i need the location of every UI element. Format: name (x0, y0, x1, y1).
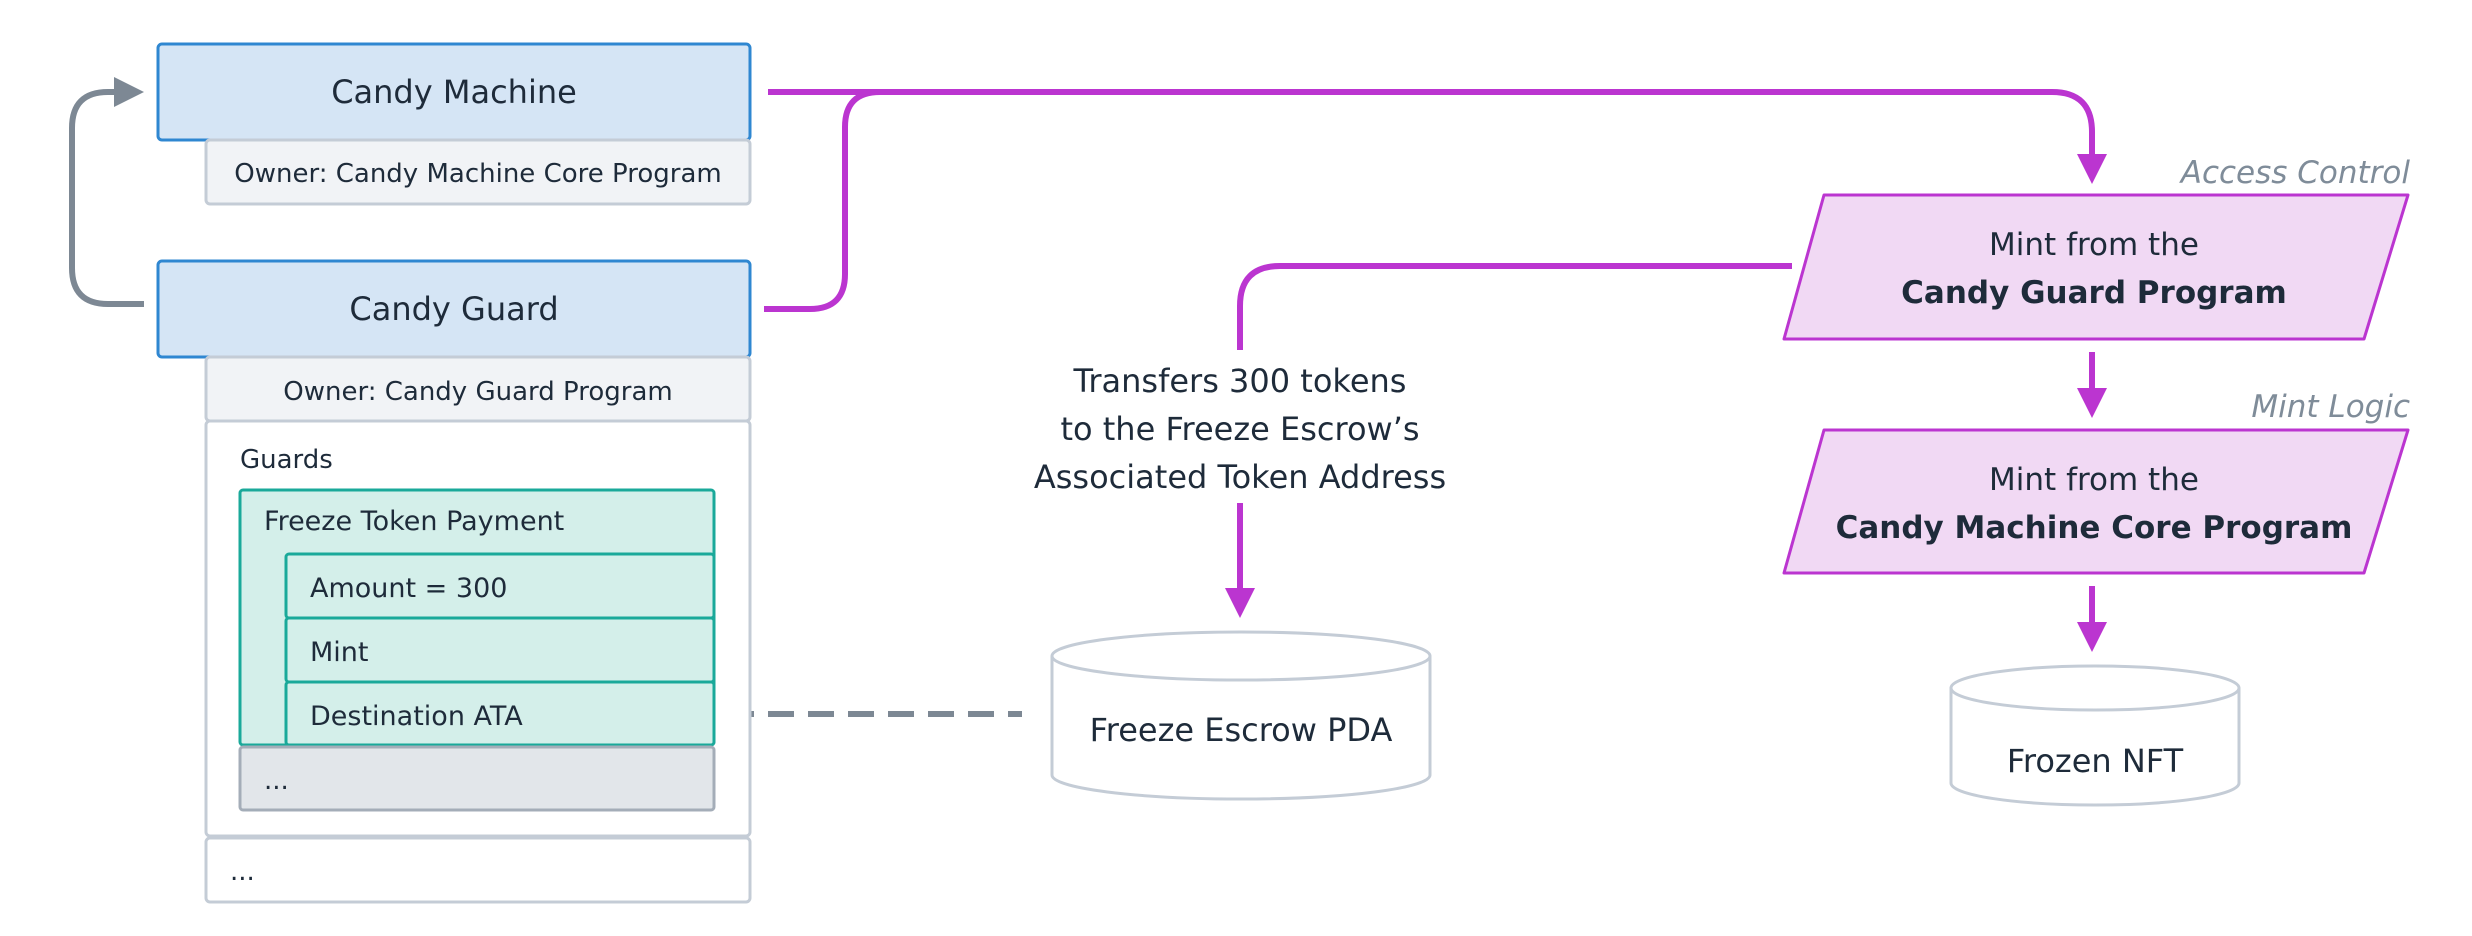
candy-machine-title: Candy Machine (331, 73, 577, 111)
frozen-nft-label: Frozen NFT (2007, 742, 2184, 780)
connector-candy-machine-to-access-control (768, 89, 2107, 184)
mint-logic-step: Mint Logic Mint from the Candy Machine C… (1782, 389, 2410, 575)
access-control-label: Access Control (2179, 155, 2411, 191)
freeze-escrow-pda: Freeze Escrow PDA (1050, 630, 1432, 801)
candy-machine-account: Candy Machine Owner: Candy Machine Core … (156, 42, 752, 206)
transfer-note-line-2: to the Freeze Escrow’s (1060, 410, 1419, 448)
guards-label: Guards (240, 445, 333, 475)
access-control-line-1: Mint from the (1989, 227, 2199, 263)
connector-candy-guard-to-candy-machine (69, 77, 144, 307)
more-guards-box (238, 745, 716, 812)
access-control-step: Access Control Mint from the Candy Guard… (1782, 155, 2411, 341)
mint-logic-shape (1782, 428, 2410, 575)
mint-logic-line-2: Candy Machine Core Program (1836, 510, 2353, 546)
transfer-note: Transfers 300 tokens to the Freeze Escro… (1034, 362, 1446, 496)
frozen-nft-cylinder-body (1949, 688, 2241, 807)
freeze-token-payment-title: Freeze Token Payment (264, 506, 564, 537)
connector-candy-guard-to-access-control (764, 89, 1100, 312)
guard-setting-amount-label: Amount = 300 (310, 573, 507, 604)
more-accounts-box (204, 836, 752, 904)
candy-guard-owner: Owner: Candy Guard Program (283, 377, 672, 407)
guard-setting-mint-label: Mint (310, 637, 369, 668)
frozen-nft-cylinder-top (1949, 664, 2241, 712)
access-control-line-2: Candy Guard Program (1901, 275, 2287, 311)
candy-machine-owner-box (204, 138, 752, 206)
guard-setting-destination-ata (284, 680, 716, 747)
candy-machine-owner: Owner: Candy Machine Core Program (234, 159, 721, 189)
freeze-escrow-cylinder-top (1050, 630, 1432, 682)
connector-access-control-to-transfer-note (1237, 263, 1792, 350)
more-accounts-ellipsis: ... (230, 857, 255, 887)
access-control-shape (1782, 193, 2410, 341)
transfer-note-line-1: Transfers 300 tokens (1073, 362, 1407, 400)
more-guards-ellipsis: ... (264, 766, 289, 796)
candy-guard-title: Candy Guard (349, 290, 558, 328)
mint-logic-label: Mint Logic (2251, 389, 2410, 425)
candy-guard-account: Candy Guard Owner: Candy Guard Program G… (156, 259, 752, 904)
freeze-escrow-label: Freeze Escrow PDA (1090, 711, 1393, 749)
mint-logic-line-1: Mint from the (1989, 462, 2199, 498)
freeze-escrow-cylinder-body (1050, 656, 1432, 801)
transfer-note-line-3: Associated Token Address (1034, 458, 1446, 496)
guard-setting-destination-ata-label: Destination ATA (310, 701, 523, 732)
frozen-nft: Frozen NFT (1949, 664, 2241, 807)
